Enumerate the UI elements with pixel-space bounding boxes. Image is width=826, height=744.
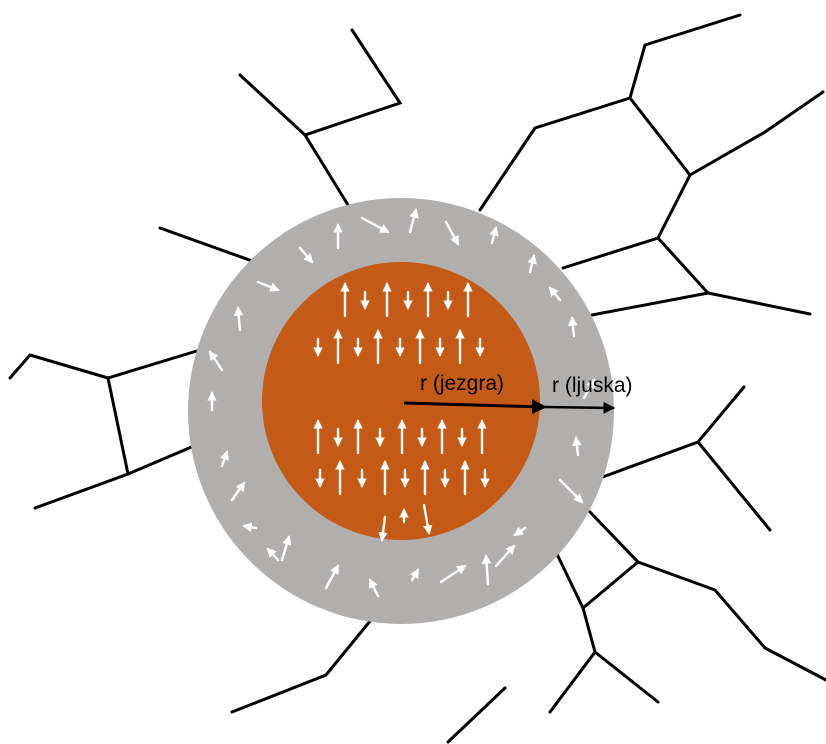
spin-arrow-icon (439, 564, 467, 584)
shell-radius-arrow-icon (543, 401, 616, 414)
spin-down-arrow-icon (422, 503, 433, 535)
spin-arrow-icon (230, 481, 246, 502)
spin-arrow-icon (242, 522, 258, 532)
spin-arrow-icon (219, 450, 229, 468)
spin-arrow-icon (233, 306, 244, 332)
network-line (548, 606, 597, 714)
spin-arrow-icon (568, 316, 578, 338)
core-disk (262, 262, 540, 540)
spin-arrow-icon (409, 568, 420, 582)
spin-arrow-icon (548, 286, 562, 302)
spin-arrow-icon (558, 478, 584, 504)
network-line (561, 96, 692, 270)
ligand-network (8, 13, 826, 744)
network-line (230, 613, 377, 714)
spin-arrow-icon (527, 254, 537, 274)
network-line (238, 28, 403, 137)
spin-arrow-icon (324, 564, 340, 590)
network-line (598, 385, 746, 480)
core-radius-label: r (jezgra) (420, 372, 504, 395)
spin-arrow-icon (208, 350, 224, 372)
spin-arrow-icon (280, 535, 292, 562)
spin-arrow-icon (368, 578, 380, 598)
network-line (590, 291, 710, 317)
network-line (33, 376, 130, 510)
spin-arrow-icon (444, 220, 460, 246)
spin-arrow-icon (572, 436, 582, 457)
spin-arrow-icon (266, 547, 280, 562)
network-line (158, 226, 257, 264)
network-line (593, 650, 660, 704)
network-line (688, 90, 825, 177)
network-line (446, 686, 507, 744)
spin-arrows (207, 208, 596, 598)
network-line (588, 510, 826, 682)
spin-arrow-icon (360, 216, 390, 234)
network-line (8, 348, 202, 380)
spin-arrow-icon (489, 226, 499, 245)
spin-arrow-icon (298, 246, 314, 264)
spin-arrow-icon (481, 554, 492, 586)
spin-arrow-icon (513, 526, 527, 537)
network-line (696, 440, 772, 532)
network-line (656, 236, 812, 316)
network-line (553, 548, 640, 611)
spin-arrow-icon (256, 280, 280, 292)
shell-radius-label: r (ljuska) (552, 374, 633, 397)
spin-arrow-icon (408, 208, 419, 234)
spin-arrow-icon (582, 378, 596, 400)
network-line (478, 13, 742, 212)
spin-down-arrow-icon (378, 515, 388, 542)
core-radius-arrow-icon (403, 399, 547, 415)
network-line (303, 133, 350, 207)
spin-arrow-icon (494, 544, 516, 568)
